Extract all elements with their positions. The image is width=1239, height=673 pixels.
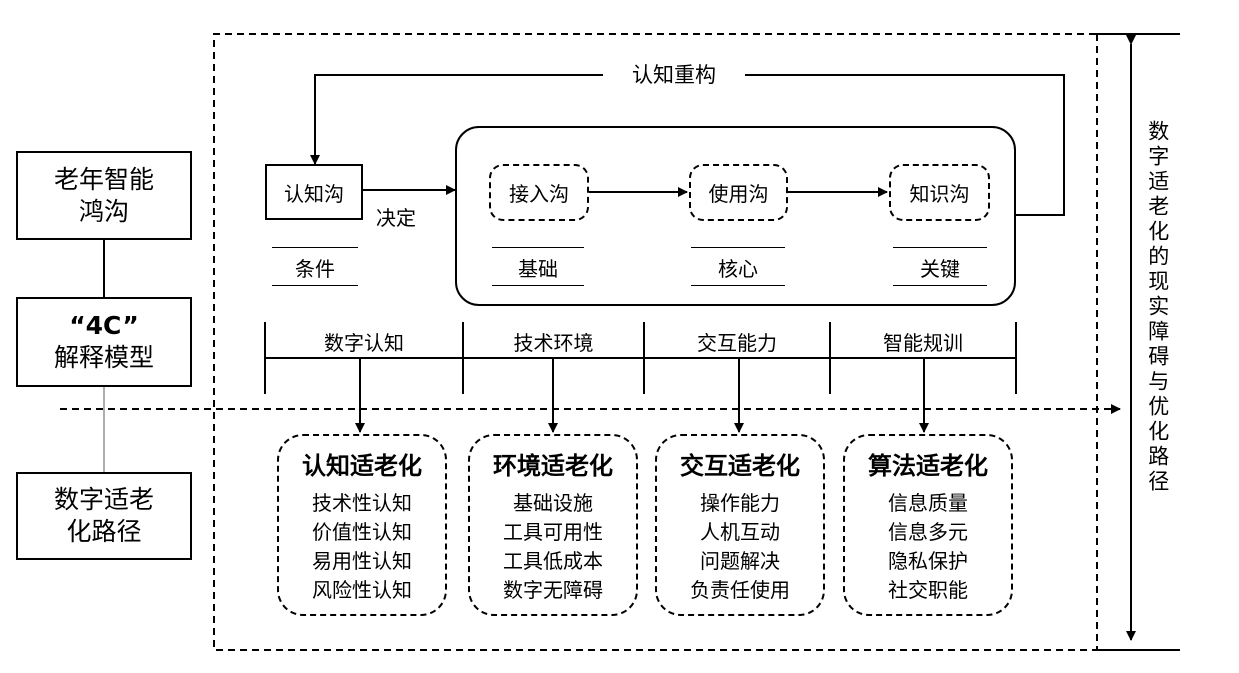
4c-model-box: “4C” 解释模型: [16, 297, 192, 387]
cognition-gap-box: 认知沟: [265, 164, 363, 220]
path-panel-interaction: 交互适老化 操作能力 人机互动 问题解决 负责任使用: [655, 434, 825, 616]
underline: [893, 247, 987, 248]
factor-interaction-ability: 交互能力: [697, 331, 777, 355]
foundation-label: 基础: [518, 257, 558, 281]
panel-item: 风险性认知: [312, 578, 412, 602]
panel-item: 负责任使用: [690, 578, 790, 602]
panel-item: 信息多元: [888, 520, 968, 544]
panel-item: 社交职能: [888, 578, 968, 602]
right-vertical-label: 数字适老化的现实障碍与优化路径: [1143, 120, 1171, 495]
access-gap-box: 接入沟: [489, 164, 589, 221]
knowledge-gap-box: 知识沟: [889, 164, 990, 221]
path-panel-cognition: 认知适老化 技术性认知 价值性认知 易用性认知 风险性认知: [277, 434, 447, 616]
underline: [893, 285, 987, 286]
underline: [492, 247, 584, 248]
panel-item: 技术性认知: [312, 491, 412, 515]
factor-digital-cognition: 数字认知: [324, 331, 404, 355]
feedback-loop-line-left: [310, 74, 603, 165]
panel-item: 基础设施: [513, 491, 593, 515]
panel-item: 信息质量: [888, 491, 968, 515]
factor-tech-environment: 技术环境: [513, 331, 594, 355]
cognitive-reconstruction-label: 认知重构: [603, 60, 745, 90]
underline: [272, 285, 358, 286]
digital-aging-path-box: 数字适老 化路径: [16, 472, 192, 560]
panel-item: 数字无障碍: [503, 578, 603, 602]
underline: [272, 247, 358, 248]
box-line: 化路径: [66, 517, 142, 546]
right-vertical-text: 数字适老化的现实障碍与优化路径: [1145, 120, 1170, 495]
box-line: 鸿沟: [78, 196, 129, 226]
panel-item: 价值性认知: [312, 520, 412, 544]
panel-title: 环境适老化: [493, 452, 613, 480]
panel-title: 算法适老化: [868, 452, 988, 480]
decide-label: 决定: [376, 206, 416, 230]
underline: [691, 247, 785, 248]
box-line: “4C”: [69, 311, 139, 340]
path-panel-environment: 环境适老化 基础设施 工具可用性 工具低成本 数字无障碍: [468, 434, 638, 616]
panel-item: 操作能力: [700, 491, 780, 515]
panel-item: 隐私保护: [888, 549, 968, 573]
panel-item: 人机互动: [700, 520, 780, 544]
panel-item: 工具可用性: [503, 520, 603, 544]
gap-container: [455, 126, 1016, 306]
underline: [492, 285, 584, 286]
panel-title: 认知适老化: [302, 452, 422, 480]
elderly-smart-divide-box: 老年智能 鸿沟: [16, 151, 192, 240]
box-line: 老年智能: [53, 164, 154, 194]
panel-title: 交互适老化: [680, 452, 800, 480]
outer-dashed-frame: [213, 33, 1096, 651]
panel-item: 工具低成本: [503, 549, 603, 573]
use-gap-box: 使用沟: [689, 164, 788, 221]
factor-smart-discipline: 智能规训: [883, 331, 963, 355]
key-label: 关键: [920, 257, 960, 281]
path-panel-algorithm: 算法适老化 信息质量 信息多元 隐私保护 社交职能: [843, 434, 1013, 616]
feedback-loop-line: [745, 74, 1065, 216]
condition-label: 条件: [295, 257, 335, 281]
panel-item: 易用性认知: [312, 549, 412, 573]
underline: [691, 285, 785, 286]
box-line: 解释模型: [53, 343, 154, 372]
core-label: 核心: [718, 257, 758, 281]
box-line: 数字适老: [53, 485, 154, 514]
panel-item: 问题解决: [700, 549, 780, 573]
